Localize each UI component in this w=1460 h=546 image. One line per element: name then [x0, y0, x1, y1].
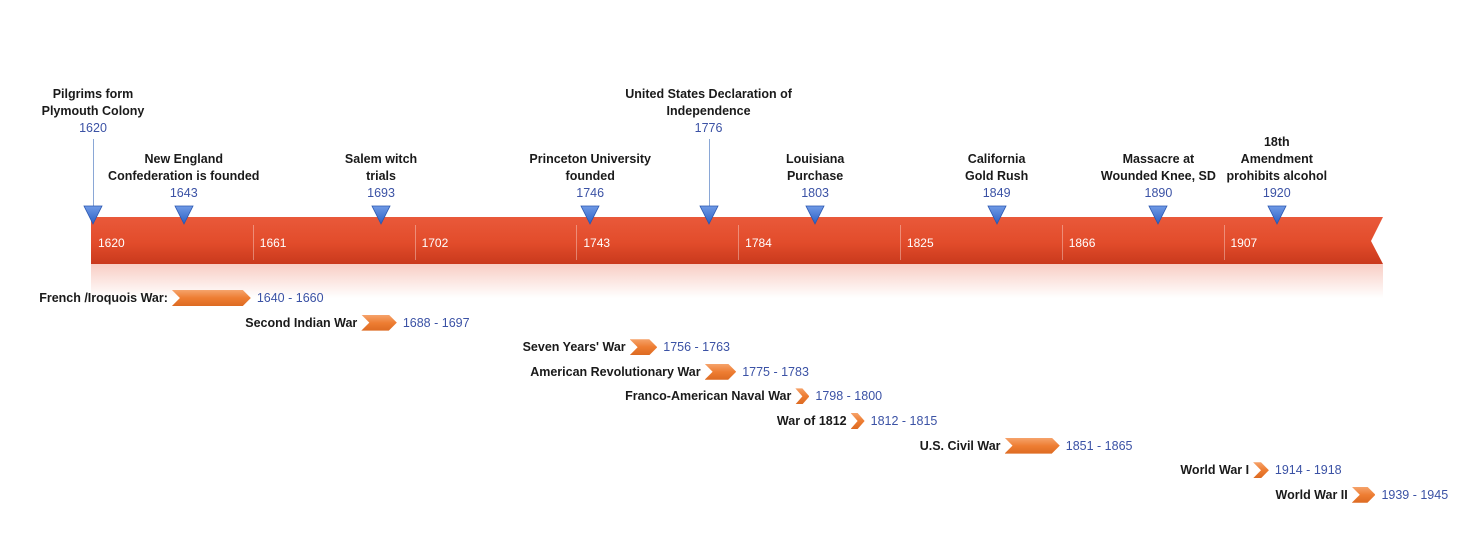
period-chevron	[704, 363, 736, 380]
period-chevron	[171, 290, 251, 306]
period-chevron	[850, 413, 865, 429]
period-chevron	[1004, 437, 1060, 454]
event-year: 1620	[79, 121, 107, 135]
event-year: 1920	[1262, 186, 1291, 200]
axis-tick-line	[252, 225, 254, 260]
period-label: Franco-American Naval War	[625, 389, 792, 404]
period-label: World War I	[1180, 463, 1250, 478]
axis-tick-label: 1702	[421, 236, 449, 250]
axis-tick-label: 1907	[1230, 236, 1258, 250]
period-chevron	[361, 314, 397, 331]
period-range: 1812 - 1815	[870, 414, 938, 428]
axis-tick-line	[576, 225, 578, 260]
period-range: 1688 - 1697	[402, 315, 470, 330]
axis-tick-label: 1661	[259, 236, 287, 250]
axis-tick-line	[899, 225, 901, 260]
period-range: 1798 - 1800	[815, 389, 883, 404]
event-year: 1803	[801, 186, 830, 200]
event-year: 1746	[576, 186, 605, 200]
event-marker-triangle	[698, 205, 719, 225]
event-year: 1693	[367, 186, 395, 200]
event-year: 1849	[982, 186, 1011, 200]
event-marker-triangle	[580, 205, 600, 225]
event-marker-triangle	[83, 205, 103, 225]
event-year: 1890	[1144, 186, 1173, 200]
period-label: Seven Years' War	[522, 340, 626, 355]
axis-tick-line	[738, 225, 740, 260]
period-range: 1775 - 1783	[742, 364, 809, 379]
period-label: U.S. Civil War	[919, 438, 1001, 453]
period-chevron	[1253, 462, 1269, 479]
axis-tick-label: 1784	[745, 236, 772, 250]
period-label: Second Indian War	[245, 315, 358, 330]
event-leader-line	[93, 139, 94, 207]
event-marker-triangle	[986, 205, 1007, 225]
period-range: 1914 - 1918	[1274, 463, 1342, 478]
period-label: American Revolutionary War	[530, 364, 701, 379]
period-range: 1939 - 1945	[1381, 487, 1449, 502]
axis-tick-line	[414, 225, 416, 260]
period-chevron	[629, 339, 657, 356]
event-marker-triangle	[805, 205, 825, 225]
period-chevron	[1351, 486, 1376, 503]
axis-tick-label: 1825	[906, 236, 934, 250]
period-chevron	[795, 388, 810, 405]
period-range: 1851 - 1865	[1065, 438, 1133, 453]
period-label: French /Iroquois War:	[39, 291, 168, 305]
event-marker-triangle	[1267, 205, 1287, 225]
event-marker-triangle	[174, 205, 194, 225]
timeline-bar-reflection	[91, 264, 1383, 298]
event-year: 1643	[169, 186, 198, 200]
axis-tick-label: 1866	[1068, 236, 1096, 250]
axis-tick-label: 1620	[98, 236, 125, 250]
event-marker-triangle	[1148, 205, 1169, 225]
axis-tick-line	[1061, 225, 1063, 260]
event-year: 1776	[694, 121, 723, 135]
timeline-bar	[91, 217, 1383, 264]
axis-tick-line	[1223, 225, 1225, 260]
period-range: 1756 - 1763	[663, 340, 730, 355]
period-label: World War II	[1275, 487, 1348, 502]
period-label: War of 1812	[776, 414, 847, 428]
event-marker-triangle	[371, 205, 391, 225]
event-leader-line	[708, 139, 710, 207]
period-range: 1640 - 1660	[256, 291, 324, 305]
axis-tick-label: 1743	[583, 236, 611, 250]
